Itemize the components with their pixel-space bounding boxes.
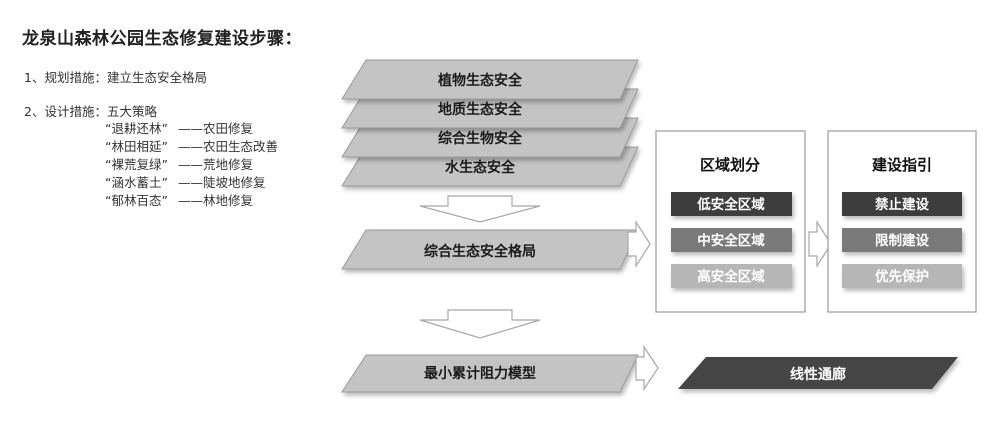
right-arrow-icon — [808, 219, 832, 269]
corridor-label: 线性通廊 — [790, 366, 846, 383]
guide-protect-box — [842, 264, 962, 288]
down-arrow-icon — [419, 195, 541, 223]
layer-plant: 植物生态安全 — [341, 59, 639, 100]
down-arrow-icon — [419, 309, 541, 339]
layer-label: 水生态安全 — [445, 159, 516, 176]
strategy-desc: ——荒地修复 — [178, 157, 254, 172]
guide-prohibit-box — [842, 192, 962, 216]
step-2-text: 2、设计措施：五大策略 — [24, 104, 157, 119]
zone-low-box — [671, 192, 792, 216]
strategy-desc: ——农田修复 — [178, 121, 254, 136]
zone-high-label: 高安全区域 — [697, 268, 765, 285]
strategy-name: “裸荒复绿” — [105, 157, 168, 172]
zone-mid-box — [671, 228, 792, 252]
guide-prohibit-label: 禁止建设 — [874, 196, 929, 213]
guide-protect-label: 优先保护 — [875, 268, 929, 285]
zoning-panel: 区域划分 低安全区域 中安全区域 高安全区域 — [655, 130, 806, 313]
zone-low-label: 低安全区域 — [696, 196, 765, 213]
layer-label: 综合生物安全 — [438, 130, 523, 147]
pattern-layer: 综合生态安全格局 — [341, 229, 639, 270]
zoning-title: 区域划分 — [700, 156, 760, 174]
strategy-name: “退耕还林” — [105, 121, 168, 136]
model-label: 最小累计阻力模型 — [424, 365, 536, 382]
page-title: 龙泉山森林公园生态修复建设步骤： — [22, 29, 302, 49]
layer-label: 植物生态安全 — [437, 72, 523, 89]
layer-label: 地质生态安全 — [438, 101, 523, 118]
strategy-desc: ——农田生态改善 — [178, 139, 279, 154]
guidance-title: 建设指引 — [872, 156, 932, 174]
guidance-panel: 建设指引 禁止建设 限制建设 优先保护 — [827, 130, 977, 313]
model-layer: 最小累计阻力模型 — [341, 354, 639, 393]
right-arrow-icon — [627, 219, 651, 269]
zone-mid-label: 中安全区域 — [697, 232, 765, 249]
corridor-bar: 线性通廊 — [678, 357, 958, 389]
strategy-desc: ——林地修复 — [178, 193, 254, 208]
strategy-name: “涵水蓄土” — [105, 175, 168, 190]
guide-limit-label: 限制建设 — [875, 232, 929, 249]
guide-limit-box — [842, 228, 962, 252]
right-arrow-icon — [635, 345, 659, 391]
pattern-label: 综合生态安全格局 — [424, 243, 536, 260]
zone-high-box — [671, 264, 792, 288]
strategy-desc: ——陡坡地修复 — [178, 175, 266, 190]
strategy-name: “郁林百态” — [105, 193, 168, 208]
strategy-name: “林田相延” — [105, 139, 168, 154]
step-1-text: 1、规划措施：建立生态安全格局 — [24, 70, 207, 85]
layer-stack: 水生态安全 综合生物安全 地质生态安全 植物生态安全 — [341, 59, 639, 187]
